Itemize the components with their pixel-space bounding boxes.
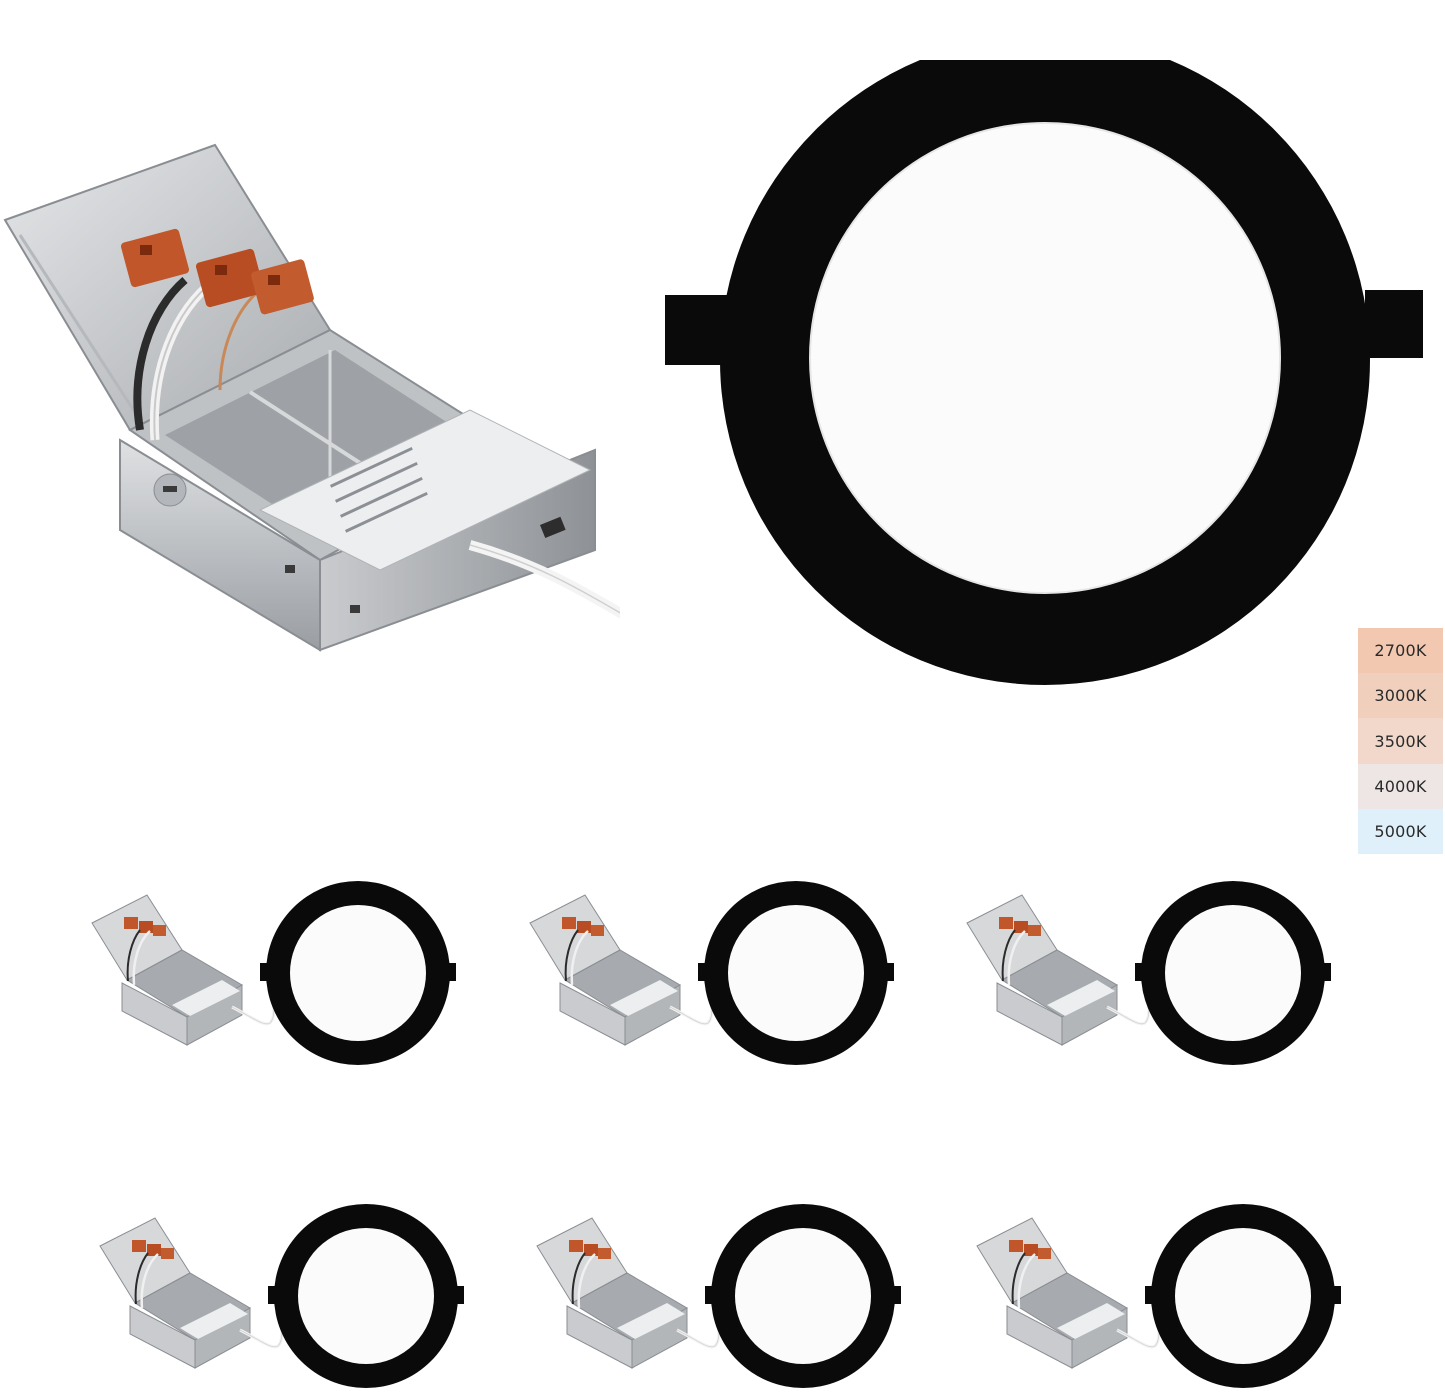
cct-label: 5000K [1374, 821, 1427, 841]
thumbnail-unit [965, 879, 1333, 1067]
thumbnail-unit [98, 1202, 466, 1390]
thumbnail-unit [90, 879, 458, 1067]
junction-box-icon [3, 143, 620, 652]
thumbnail-unit [535, 1202, 903, 1390]
cct-swatch-5000k: 5000K [1358, 808, 1443, 855]
cct-swatch-4000k: 4000K [1358, 763, 1443, 809]
cct-label: 3000K [1374, 686, 1427, 706]
wago-connector-icon [120, 228, 314, 315]
thumbnail-unit [528, 879, 896, 1067]
cct-swatch-2700k: 2700K [1358, 628, 1443, 674]
thumbnail-unit [975, 1202, 1343, 1390]
recessed-light-icon [665, 60, 1423, 685]
cct-label: 2700K [1374, 641, 1427, 661]
cct-label: 4000K [1374, 776, 1427, 796]
cct-label: 3500K [1374, 731, 1427, 751]
color-temperature-swatches: 2700K 3000K 3500K 4000K 5000K [1358, 628, 1443, 855]
cct-swatch-3000k: 3000K [1358, 673, 1443, 719]
cct-swatch-3500k: 3500K [1358, 718, 1443, 764]
